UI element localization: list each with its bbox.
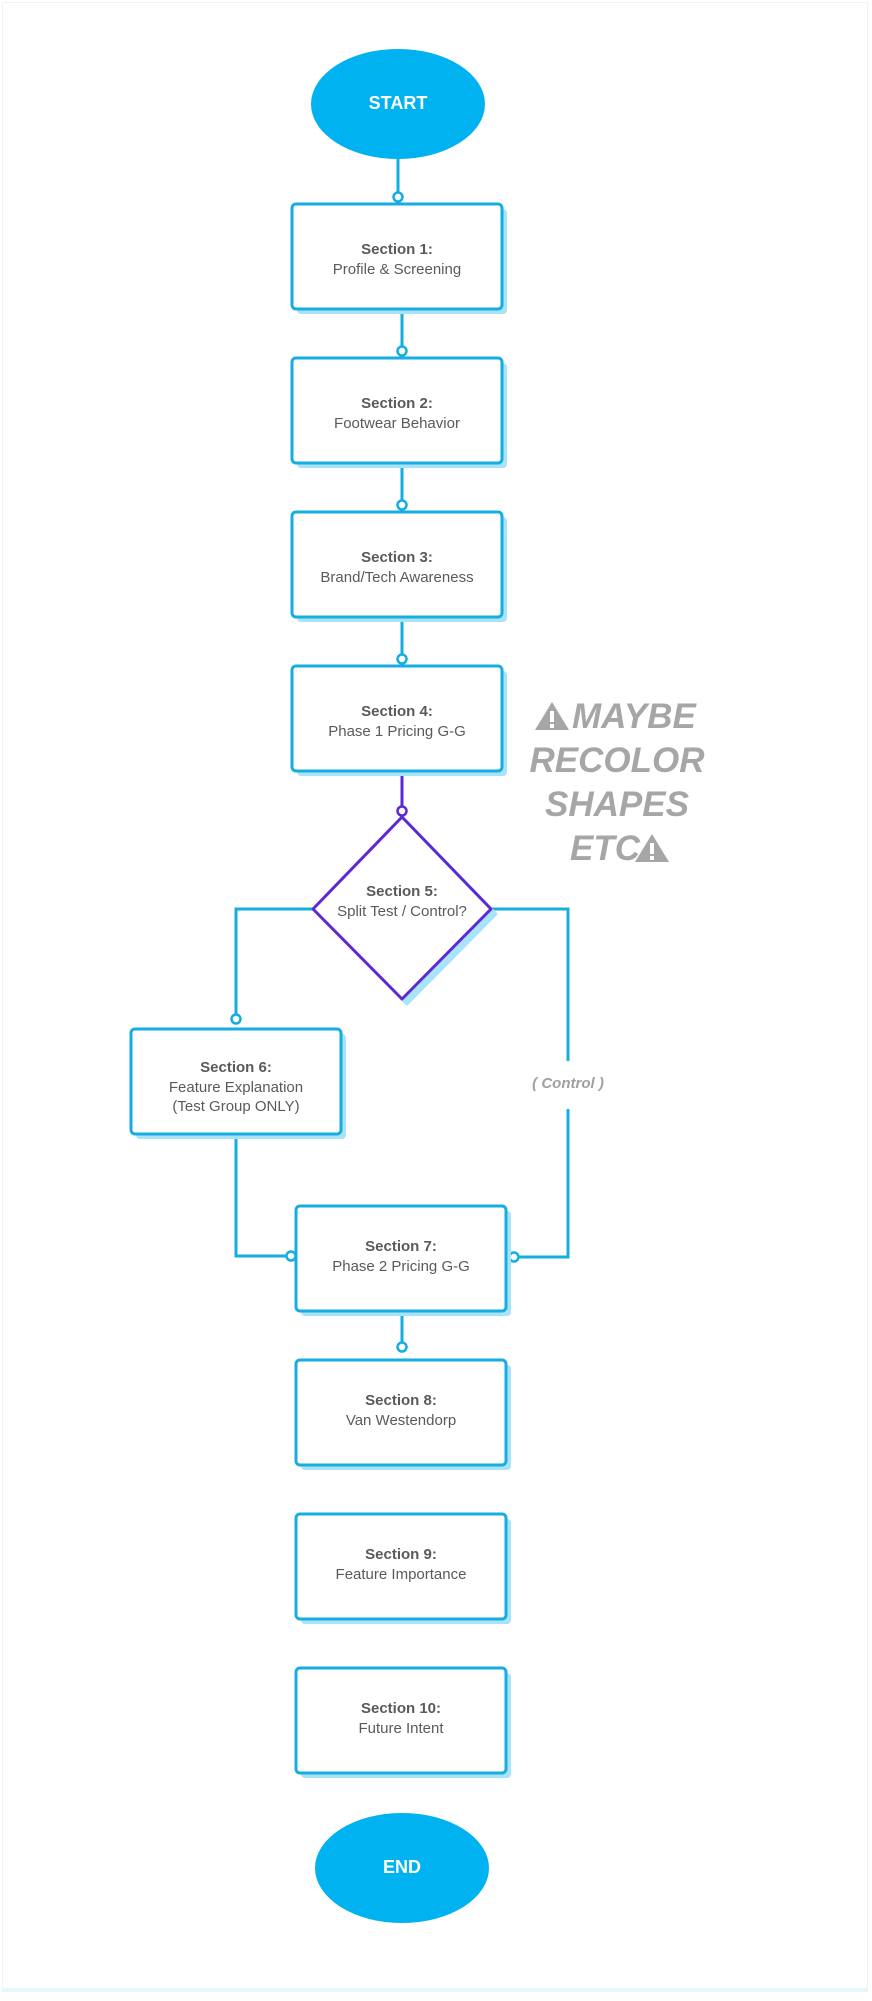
section-box-9: Section 9: Feature Importance [294,1512,511,1624]
section-box-1: Section 1: Profile & Screening [290,202,507,314]
connector-dot [396,345,408,357]
section-title: Section 5: [366,883,438,900]
warning-icon [635,834,669,862]
section-text: Footwear Behavior [334,415,460,432]
control-label: ( Control ) [532,1075,604,1092]
warning-icon [535,702,569,730]
start-label: START [369,93,428,113]
section-text: Brand/Tech Awareness [320,569,473,586]
connector-dot [285,1250,297,1262]
section-text: (Test Group ONLY) [172,1098,299,1115]
connectors [234,158,570,1347]
section-text: Future Intent [358,1720,444,1737]
section-box-6: Section 6: Feature Explanation (Test Gro… [129,1027,346,1139]
section-title: Section 3: [361,549,433,566]
section-text: Profile & Screening [333,261,461,278]
section-title: Section 4: [361,703,433,720]
start-oval [311,49,485,159]
section-text: Feature Importance [336,1566,467,1583]
connector-dot [396,499,408,511]
connector-control-s7 [514,1109,570,1259]
section-text: Split Test / Control? [337,903,467,920]
section-box-8: Section 8: Van Westendorp [294,1358,511,1470]
section-text: Van Westendorp [346,1412,456,1429]
connector-dot [392,191,404,203]
section-box-7: Section 7: Phase 2 Pricing G-G [294,1204,511,1316]
section-text: Phase 2 Pricing G-G [332,1258,470,1275]
connector-dot [230,1013,242,1025]
end-oval [315,1813,489,1923]
section-box-3: Section 3: Brand/Tech Awareness [290,510,507,622]
section-title: Section 7: [365,1238,437,1255]
section-box-4: Section 4: Phase 1 Pricing G-G [290,664,507,776]
section-title: Section 6: [200,1059,272,1076]
connector-dot [396,1341,408,1353]
section-title: Section 8: [365,1392,437,1409]
note-line-4: ETC [570,829,641,868]
connector-s5-s6 [234,907,313,1019]
note-line-2: RECOLOR [530,741,706,780]
note-line-1: MAYBE [572,697,697,736]
section-box-10: Section 10: Future Intent [294,1666,511,1778]
annotation-note: MAYBE RECOLOR SHAPES ETC [530,697,706,868]
section-box-2: Section 2: Footwear Behavior [290,356,507,468]
section-title: Section 9: [365,1546,437,1563]
section-title: Section 2: [361,395,433,412]
section-text: Feature Explanation [169,1079,303,1096]
connector-s5-control [491,907,570,1061]
section-text: Phase 1 Pricing G-G [328,723,466,740]
section-title: Section 10: [361,1700,441,1717]
connector-s6-s7 [234,1134,291,1258]
section-title: Section 1: [361,241,433,258]
connector-dot [396,653,408,665]
end-label: END [383,1857,421,1877]
note-line-3: SHAPES [545,785,689,824]
connector-dot [396,805,408,817]
decision-diamond-section-5: Section 5: Split Test / Control? [311,815,498,1006]
connector-dots [230,191,520,1353]
